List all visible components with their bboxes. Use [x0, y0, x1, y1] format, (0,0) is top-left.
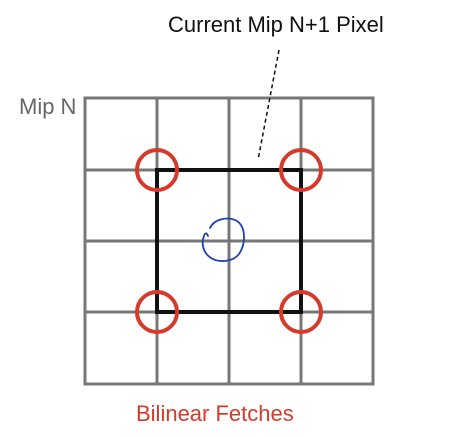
bilinear-fetches-label: Bilinear Fetches [136, 401, 294, 426]
mip-n-plus-1-pixel-box [155, 168, 303, 314]
leader-dashed-line [257, 49, 280, 161]
fetch-circle-top-right [279, 148, 323, 192]
fetch-circle-top-left [135, 148, 179, 192]
center-sample-mark [201, 217, 245, 262]
current-pixel-label: Current Mip N+1 Pixel [168, 12, 384, 37]
fetch-circle-bottom-right [279, 290, 323, 334]
bilinear-fetch-markers [135, 148, 323, 334]
mip-level-label: Mip N [19, 94, 77, 119]
mip-n-grid [83, 96, 375, 386]
fetch-circle-bottom-left [135, 290, 179, 334]
